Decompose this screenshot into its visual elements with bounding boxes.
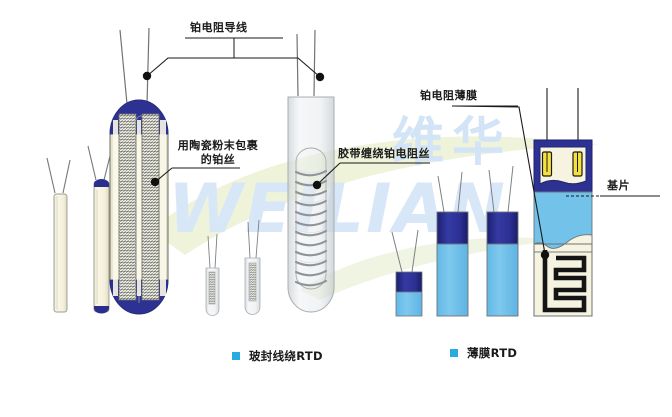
chip-navy-section: [395, 271, 423, 293]
internal-coil: [208, 271, 216, 305]
label-tape-wound-wire: 胶带缠绕铂电阻丝: [338, 147, 430, 160]
chip-navy-section: [436, 211, 469, 245]
coil-channel-left: [118, 113, 137, 301]
lead-wire: [296, 33, 299, 97]
label-ceramic-powder-line2: 的铂丝: [200, 153, 236, 166]
callout-dot-platinum-film: [540, 250, 550, 260]
callout-dot-tape-wound: [312, 180, 322, 190]
callout-dot-ceramic-powder: [150, 177, 160, 187]
component-ceramic-rod-plain: [46, 157, 71, 313]
component-glass-tube-small-2: [244, 219, 261, 315]
label-lead-wire: 铂电阻导线: [190, 21, 248, 34]
ceramic-fill: [137, 120, 141, 296]
lead-wire: [437, 175, 445, 213]
helical-winding: [294, 169, 328, 287]
ceramic-body: [53, 193, 68, 313]
chip-body: [436, 243, 469, 317]
chip-body: [486, 243, 519, 317]
watermark-cjk-1: 维: [392, 113, 444, 173]
callout-dot-lead-wire-left: [142, 71, 152, 81]
coil-channel-right: [141, 113, 160, 301]
legend-label-thin-film: 薄膜RTD: [467, 346, 518, 360]
chip-navy-section: [486, 211, 519, 245]
internal-coil: [248, 262, 257, 302]
component-ceramic-rod-blue-cap: [87, 145, 113, 314]
lead-wire: [391, 231, 403, 273]
component-film-chip-large: [486, 165, 519, 317]
callout-leaders: [142, 37, 660, 260]
callout-dot-lead-wire-right: [315, 72, 325, 82]
legend-square-icon: [450, 349, 458, 357]
ceramic-body: [93, 180, 110, 313]
lead-wire: [146, 27, 150, 105]
lead-wire: [488, 169, 495, 213]
lead-wire: [313, 29, 316, 97]
chip-body: [395, 291, 423, 317]
chip-outline: [533, 243, 593, 317]
leader-lead-wire: [146, 57, 321, 78]
platinum-film-meander: [542, 250, 587, 313]
watermark-swoosh: [150, 136, 600, 255]
watermark-cjk-2: 华: [452, 113, 504, 173]
component-glass-tube-helical: [287, 29, 335, 313]
leader-film: [451, 105, 546, 255]
component-film-chip-small: [391, 229, 423, 317]
lead-wire: [207, 235, 211, 269]
lead-wire: [46, 157, 56, 194]
navy-cap-top: [94, 179, 109, 187]
component-glass-tube-small-1: [205, 233, 220, 316]
lead-wire: [507, 165, 514, 213]
helical-winding-highlight: [298, 168, 325, 264]
label-platinum-film: 铂电阻薄膜: [420, 89, 478, 102]
label-substrate: 基片: [607, 179, 630, 192]
navy-cap-bottom: [94, 306, 109, 314]
legend-square-icon: [232, 352, 240, 360]
lead-wire: [457, 171, 463, 213]
component-film-chip-medium: [436, 171, 469, 317]
ceramic-fill: [160, 120, 166, 296]
component-film-chip-detail: [533, 88, 593, 317]
lead-wire: [255, 219, 260, 259]
lead-wire: [119, 29, 128, 105]
legend-item-thin-film: 薄膜RTD: [450, 345, 517, 361]
lead-wire: [87, 145, 97, 181]
lead-wire: [411, 229, 419, 273]
component-capsule-ceramic-powder: [109, 27, 169, 315]
coil-former: [295, 147, 327, 290]
ceramic-fill: [113, 120, 118, 296]
watermark-group: WEILIAN 维 华: [150, 113, 600, 300]
label-ceramic-powder-line1: 用陶瓷粉末包裹: [177, 139, 259, 152]
lead-wire: [62, 159, 71, 194]
lead-wire: [214, 233, 218, 269]
lead-wire: [247, 221, 251, 259]
label-ceramic-powder-wire: 用陶瓷粉末包裹 的铂丝: [170, 139, 266, 167]
pad-slot-lines: [546, 152, 578, 172]
legend-label-wirewound: 玻封线绕RTD: [249, 349, 323, 363]
legend-item-glass-encapsulated-wirewound: 玻封线绕RTD: [232, 348, 323, 364]
